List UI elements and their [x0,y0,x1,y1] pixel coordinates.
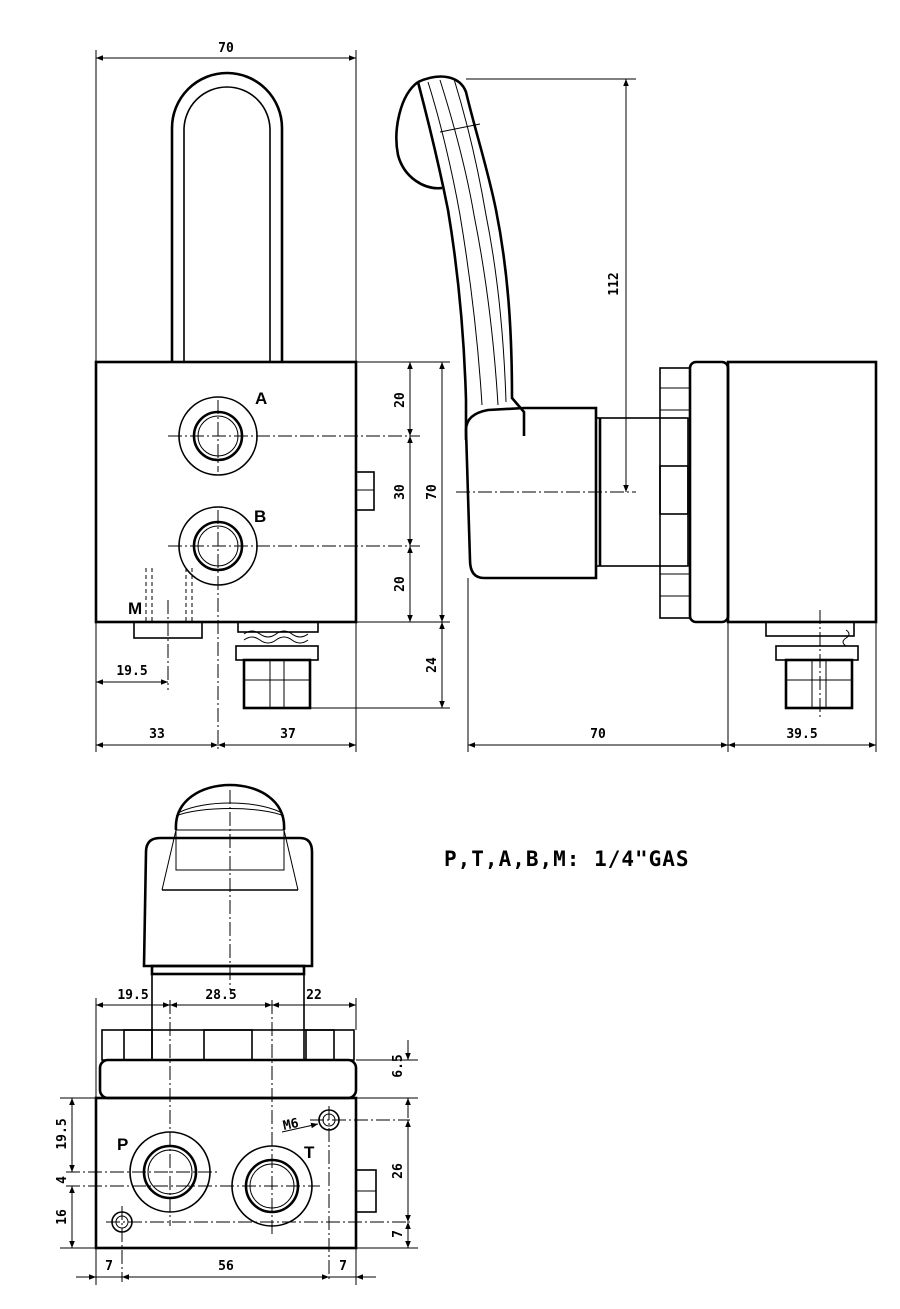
port-t-label: T [304,1143,315,1162]
port-b [168,506,420,752]
dim-7-right: 7 [391,1230,406,1238]
port-b-label: B [254,507,266,526]
bottom-view: 19.5 28.5 22 6.5 26 7 19.5 4 16 7 56 7 [55,783,418,1285]
dim-39-5: 39.5 [786,727,817,742]
dim-70-height: 70 [425,484,440,500]
top-flange-bolts [101,1029,355,1061]
side-nut [355,471,375,511]
top-flange [98,1058,358,1100]
thread-note: P,T,A,B,M: 1/4"GAS [444,847,690,871]
handle-loop [170,71,284,362]
valve-body [94,360,358,624]
port-m-label: M [128,599,142,618]
lever-housing [142,836,314,968]
dim-7-bottom: 7 [339,1259,347,1274]
dim-19-5-front: 19.5 [116,664,147,679]
port-a [168,396,420,476]
dim-56: 56 [218,1259,234,1274]
dim-70-side: 70 [590,727,606,742]
side-bottom-fitting [765,621,859,710]
dim-112: 112 [607,272,622,295]
dim-19-5-left: 19.5 [55,1118,70,1149]
side-view: 112 70 39.5 [395,75,878,752]
dim-30: 30 [393,484,408,500]
dim-26: 26 [391,1163,406,1179]
dim-70-top: 70 [218,41,234,56]
thread-m6-label: M6 [282,1116,301,1134]
dim-6-5: 6.5 [391,1054,406,1077]
dim-7-left: 7 [105,1259,113,1274]
lever-hub [464,406,598,580]
top-knob [174,783,286,831]
dim-24: 24 [425,657,440,673]
dim-37: 37 [280,727,296,742]
coupling [595,417,689,567]
front-view: 70 20 30 20 70 24 19.5 33 37 A B M [94,41,450,752]
port-p-label: P [117,1135,128,1154]
dim-20-lower: 20 [393,576,408,592]
flange [688,360,730,624]
lever-knob [395,80,443,190]
port-a-label: A [255,389,267,408]
dim-28-5: 28.5 [205,988,236,1003]
dim-22: 22 [306,988,322,1003]
dim-16: 16 [55,1209,70,1225]
dim-19-5-bottom-top: 19.5 [117,988,148,1003]
dim-4: 4 [55,1176,70,1184]
lever-arm [417,75,526,436]
dim-33: 33 [149,727,165,742]
neck [151,973,305,1061]
side-body [726,360,878,624]
bottom-fitting [235,621,319,710]
flange-left [659,367,691,619]
handle-loop-inner [183,86,271,362]
dim-20-upper: 20 [393,392,408,408]
